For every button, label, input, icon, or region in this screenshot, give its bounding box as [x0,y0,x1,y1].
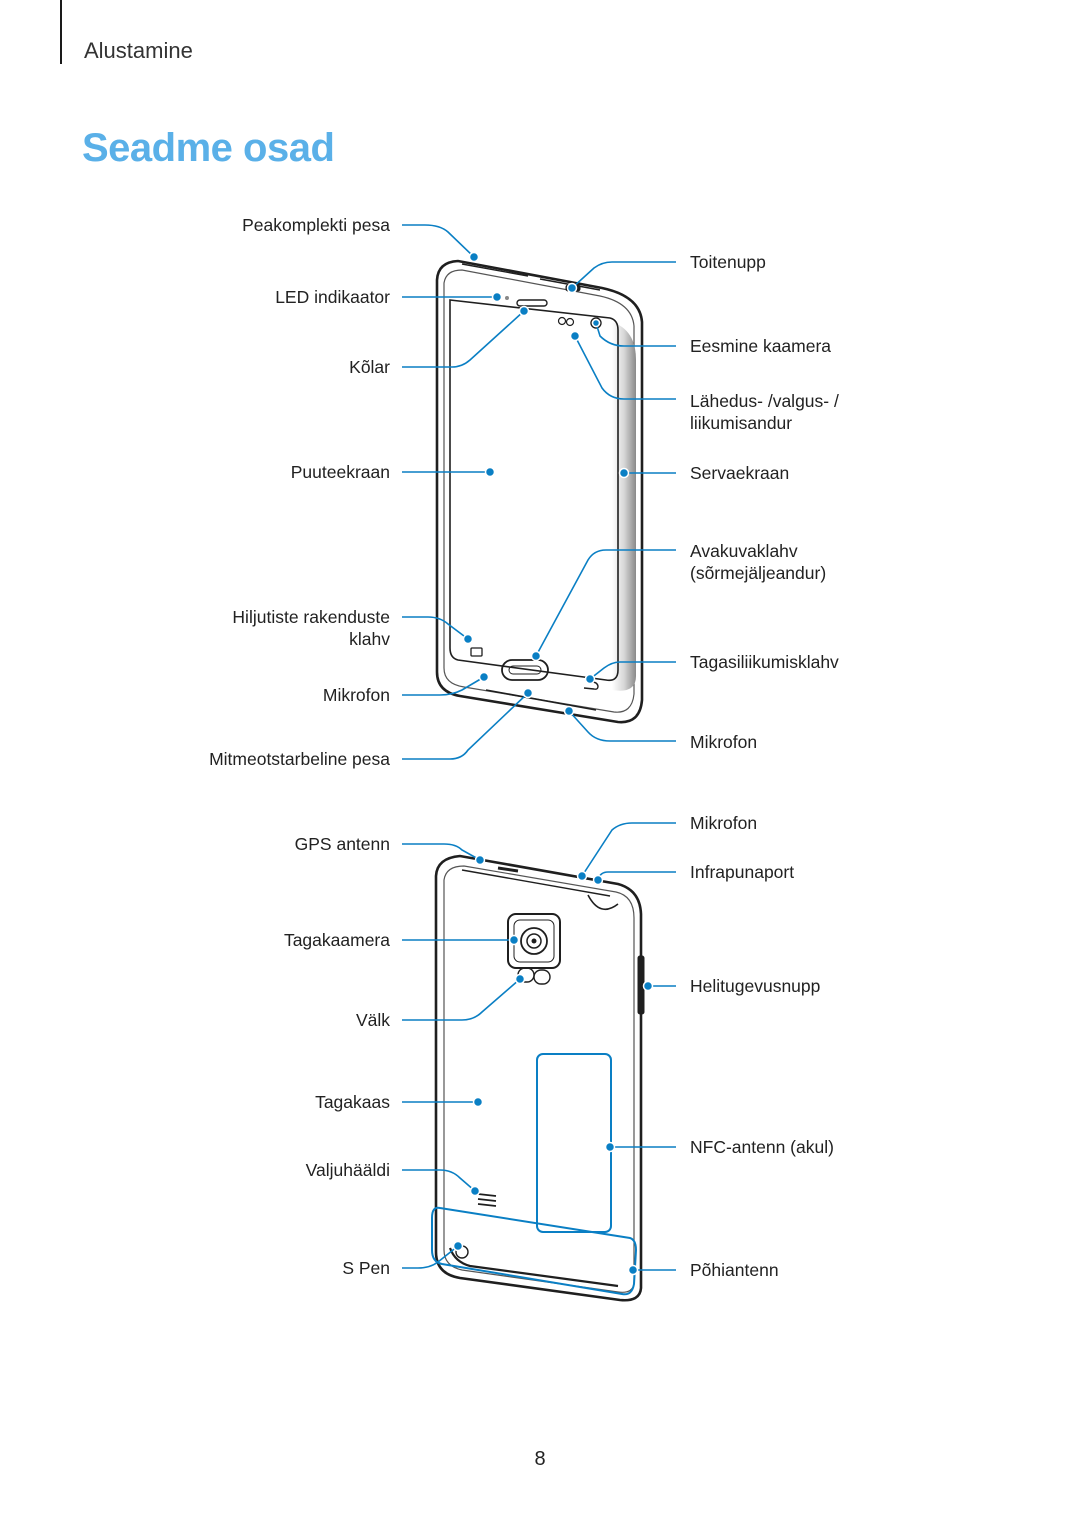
label-infrapunaport: Infrapunaport [690,862,795,882]
label-s-pen: S Pen [342,1258,390,1278]
label-valjuhaaldi: Valjuhääldi [305,1160,390,1180]
label-tagakaamera: Tagakaamera [283,930,390,950]
label-kolar: Kõlar [349,357,390,377]
label-tagasi: Tagasiliikumisklahv [690,652,839,672]
label-mikrofon-right: Mikrofon [690,732,758,752]
label-puuteekraan: Puuteekraan [290,462,390,482]
label-mitmeotstarbeline-pesa: Mitmeotstarbeline pesa [209,749,390,769]
label-toitenupp: Toitenupp [690,252,766,272]
label-avakuva-line2: (sõrmejäljeandur) [690,563,827,583]
label-mikrofon-back: Mikrofon [690,813,758,833]
label-led-indikaator: LED indikaator [275,287,390,307]
label-mikrofon-left: Mikrofon [322,685,390,705]
label-pohiantenn: Põhiantenn [690,1260,779,1280]
label-nfc-antenn: NFC-antenn (akul) [690,1137,834,1157]
label-avakuva-line1: Avakuvaklahv [690,541,798,561]
label-peakomplekti-pesa: Peakomplekti pesa [242,215,390,235]
label-helitugevusnupp: Helitugevusnupp [690,976,821,996]
label-valk: Välk [355,1010,390,1030]
page-number: 8 [534,1448,546,1470]
back-device [434,854,645,1302]
label-lahedus-line1: Lähedus- /valgus- / [690,391,839,411]
label-eesmine-kaamera: Eesmine kaamera [690,336,832,356]
label-hiljutiste-line1: Hiljutiste rakenduste [232,607,390,627]
label-tagakaas: Tagakaas [315,1092,390,1112]
leader-lines [402,224,676,1271]
label-hiljutiste-line2: klahv [349,629,390,649]
callout-dots [452,251,654,1276]
page-title: Seadme osad [82,126,335,170]
label-gps-antenn: GPS antenn [294,834,390,854]
label-lahedus-line2: liikumisandur [690,413,793,433]
section-title: Alustamine [84,38,193,63]
label-servaekraan: Servaekraan [690,463,790,483]
header-rule [60,0,62,64]
